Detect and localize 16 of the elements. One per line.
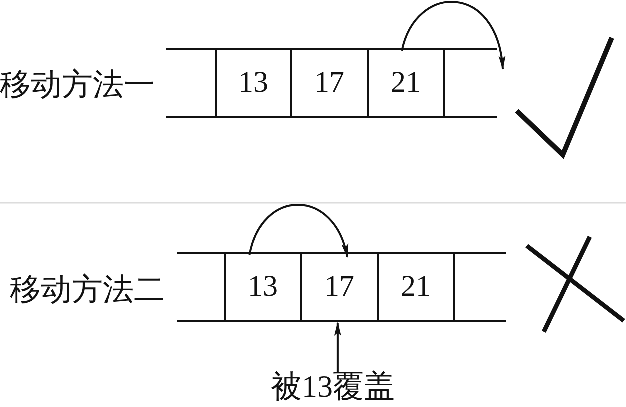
empty-cell bbox=[455, 252, 506, 322]
curved-arrow bbox=[248, 204, 348, 258]
array-cell: 21 bbox=[367, 48, 445, 118]
array-cell: 13 bbox=[215, 48, 292, 118]
arrow bbox=[334, 322, 342, 372]
array-cell: 13 bbox=[224, 252, 302, 322]
method-label: 移动方法一 bbox=[0, 68, 155, 102]
annotation-text: 被13覆盖 bbox=[268, 370, 398, 404]
empty-cell bbox=[166, 48, 216, 118]
array-cell: 17 bbox=[300, 252, 379, 322]
curved-arrow bbox=[401, 1, 505, 70]
array-cell: 17 bbox=[290, 48, 369, 118]
empty-cell bbox=[177, 252, 224, 322]
method-label: 移动方法二 bbox=[10, 273, 165, 307]
empty-cell bbox=[445, 48, 497, 118]
array-cell: 21 bbox=[377, 252, 455, 322]
